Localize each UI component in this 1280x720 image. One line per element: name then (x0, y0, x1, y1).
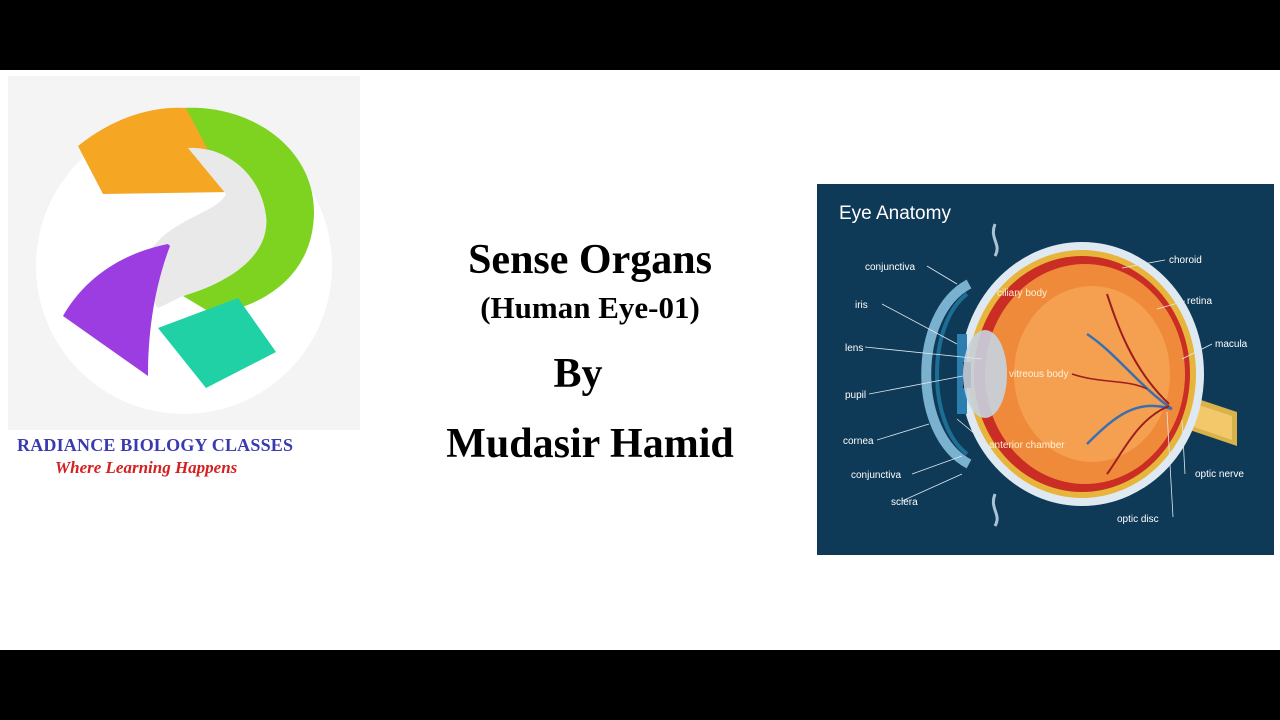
label-macula: macula (1215, 339, 1248, 350)
label-ciliary-body: ciliary body (997, 288, 1047, 299)
author-name: Mudasir Hamid (446, 421, 734, 467)
label-choroid: choroid (1169, 255, 1202, 266)
label-retina: retina (1187, 296, 1212, 307)
logo-mark-icon (36, 107, 332, 414)
slide-subtitle: (Human Eye-01) (480, 290, 700, 325)
diagram-title: Eye Anatomy (839, 203, 951, 224)
label-sclera: sclera (891, 497, 918, 508)
label-iris: iris (855, 300, 868, 311)
slide: RADIANCE BIOLOGY CLASSES Where Learning … (0, 70, 1280, 650)
label-optic-nerve: optic nerve (1195, 469, 1244, 480)
label-conjunctiva-top: conjunctiva (865, 262, 915, 273)
eye-anatomy-diagram: Eye Anatomy (817, 184, 1274, 555)
label-optic-disc: optic disc (1117, 514, 1159, 525)
brand-tagline: Where Learning Happens (55, 458, 238, 477)
label-anterior-chamber: anterior chamber (989, 440, 1065, 451)
logo (8, 76, 360, 430)
label-vitreous-body: vitreous body (1009, 369, 1068, 380)
label-lens: lens (845, 343, 863, 354)
brand-name: RADIANCE BIOLOGY CLASSES (17, 435, 294, 455)
slide-title: Sense Organs (468, 237, 712, 283)
label-pupil: pupil (845, 390, 866, 401)
label-cornea: cornea (843, 436, 874, 447)
label-conjunctiva-bottom: conjunctiva (851, 470, 901, 481)
by-label: By (553, 351, 603, 397)
